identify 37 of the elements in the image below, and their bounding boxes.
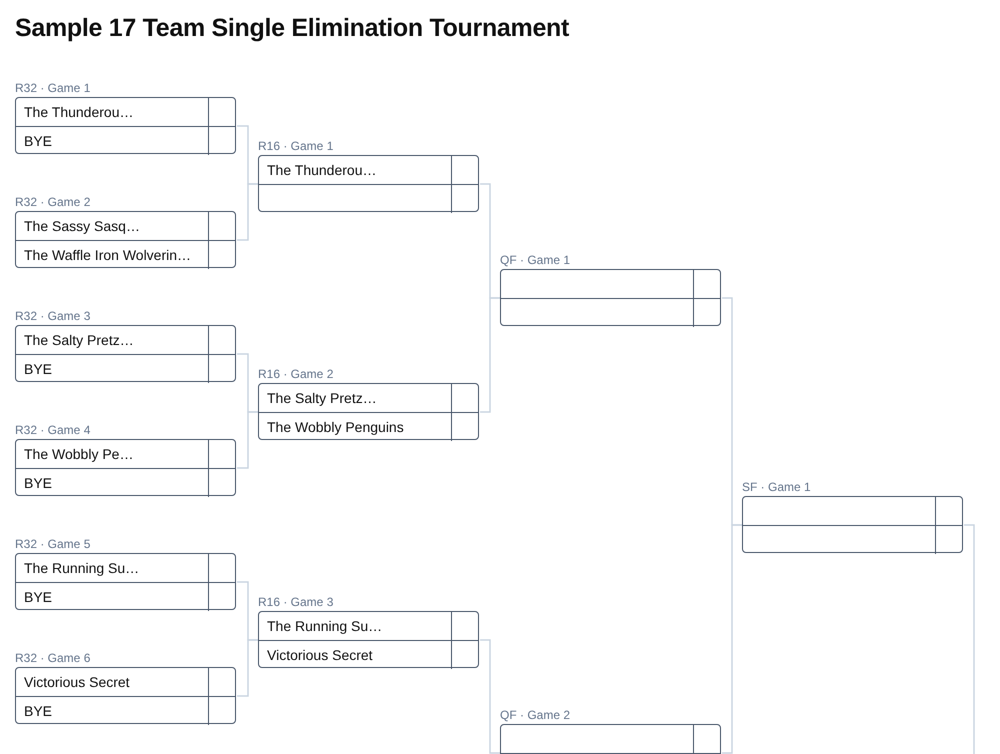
match-label: R32 · Game 5 bbox=[15, 537, 90, 551]
team-name: The Wobbly Pe… bbox=[24, 446, 134, 462]
team-name: BYE bbox=[24, 703, 52, 719]
team-name: The Waffle Iron Wolverin… bbox=[24, 247, 192, 263]
match-label: R16 · Game 2 bbox=[258, 367, 334, 381]
match-label: R32 · Game 6 bbox=[15, 651, 90, 665]
bracket-line bbox=[237, 183, 258, 241]
team-name: BYE bbox=[24, 589, 52, 605]
team-name: Victorious Secret bbox=[267, 647, 373, 663]
bracket-line bbox=[480, 297, 500, 413]
bracket-line bbox=[964, 524, 975, 754]
team-name: BYE bbox=[24, 361, 52, 377]
team-name: The Salty Pretz… bbox=[267, 390, 377, 406]
bracket-line bbox=[237, 639, 258, 697]
team-name: BYE bbox=[24, 475, 52, 491]
bracket-line bbox=[237, 411, 258, 469]
team-name: Victorious Secret bbox=[24, 674, 130, 690]
match-label: R16 · Game 1 bbox=[258, 139, 334, 153]
team-name: The Thunderou… bbox=[24, 104, 134, 120]
match-label: R16 · Game 3 bbox=[258, 595, 334, 609]
team-name: BYE bbox=[24, 133, 52, 149]
match-label: QF · Game 2 bbox=[500, 708, 570, 722]
team-name: The Running Su… bbox=[267, 618, 382, 634]
match-label: R32 · Game 3 bbox=[15, 309, 90, 323]
title: Sample 17 Team Single Elimination Tournament bbox=[15, 14, 570, 43]
match-label: R32 · Game 2 bbox=[15, 195, 90, 209]
team-name: The Wobbly Penguins bbox=[267, 419, 404, 435]
match-label: SF · Game 1 bbox=[742, 480, 811, 494]
team-name: The Running Su… bbox=[24, 560, 140, 576]
match-label: R32 · Game 4 bbox=[15, 423, 90, 437]
team-name: The Salty Pretz… bbox=[24, 332, 134, 348]
match-label: QF · Game 1 bbox=[500, 253, 570, 267]
match-label: R32 · Game 1 bbox=[15, 81, 90, 95]
team-name: The Sassy Sasq… bbox=[24, 218, 140, 234]
bracket-line bbox=[722, 524, 742, 754]
team-name: The Thunderou… bbox=[267, 162, 376, 178]
bracket-line bbox=[480, 639, 500, 754]
